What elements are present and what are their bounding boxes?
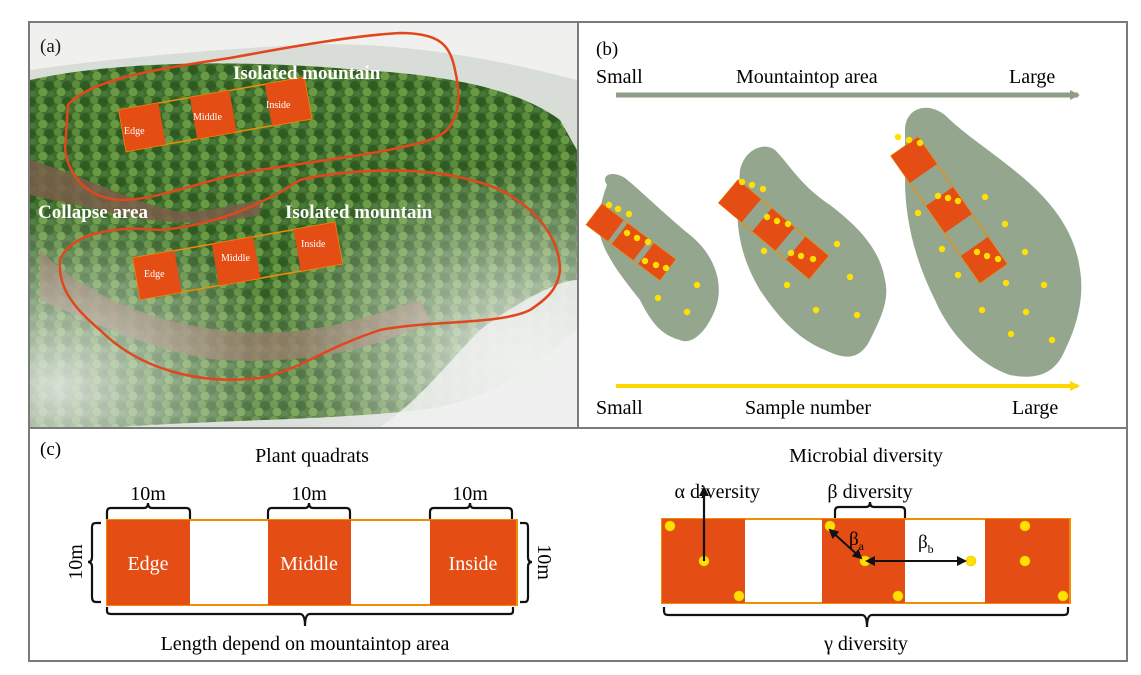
panel-divider-horizontal [28, 427, 1128, 429]
panel-divider-vertical [577, 21, 579, 429]
